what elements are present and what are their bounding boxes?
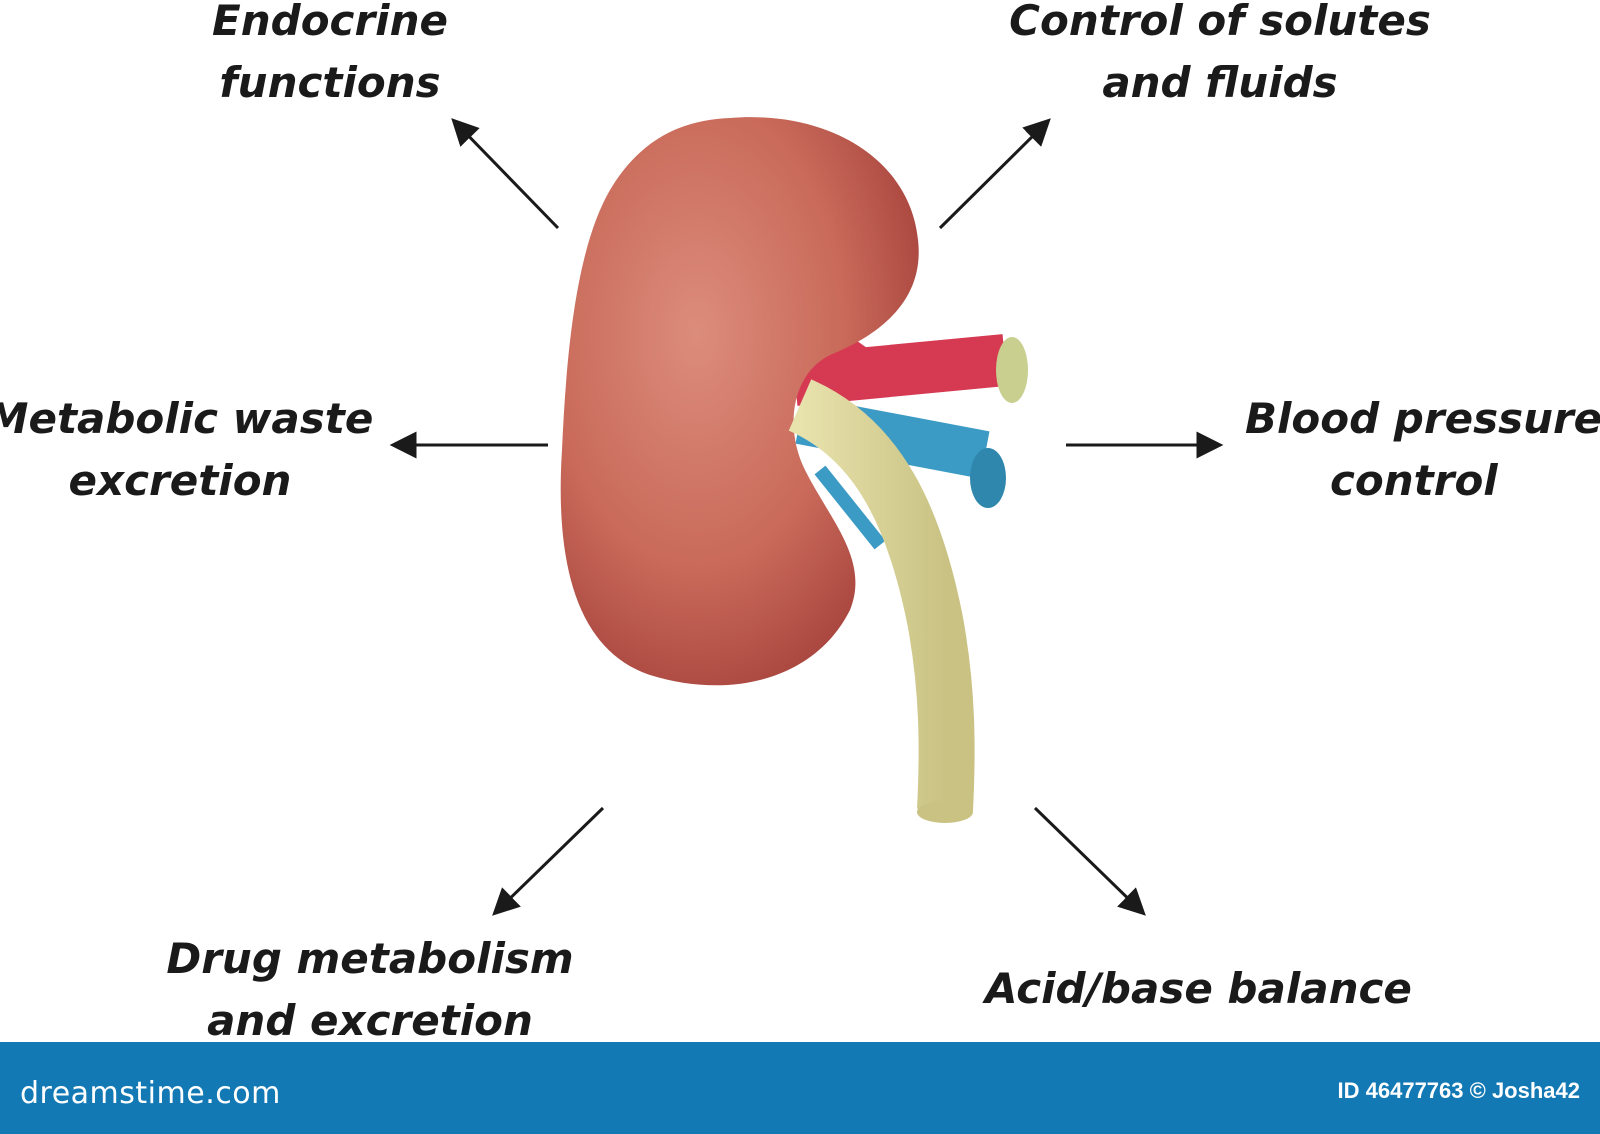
- arrow-acid: [1033, 806, 1146, 916]
- label-endocrine-functions: Endocrine functions: [150, 0, 510, 114]
- watermark-brand: dreamstime.com: [20, 1076, 281, 1111]
- label-line: and fluids: [1102, 58, 1338, 107]
- label-line: Metabolic waste: [0, 394, 374, 443]
- label-line: Blood pressure: [1245, 394, 1600, 443]
- ureter: [787, 379, 975, 812]
- kidney: [560, 117, 919, 686]
- label-line: Drug metabolism: [166, 934, 574, 983]
- label-line: control: [1330, 456, 1498, 505]
- label-control-of-solutes: Control of solutes and fluids: [1000, 0, 1440, 114]
- label-line: and excretion: [207, 996, 533, 1045]
- label-blood-pressure: Blood pressure control: [1245, 388, 1600, 512]
- label-line: excretion: [68, 456, 292, 505]
- label-drug-metabolism: Drug metabolism and excretion: [160, 928, 580, 1052]
- arrow-drug: [492, 806, 605, 916]
- label-line: Control of solutes: [1009, 0, 1431, 45]
- arrow-solutes: [938, 118, 1051, 230]
- arrow-endocrine: [451, 118, 560, 230]
- label-line: Acid/base balance: [985, 964, 1412, 1013]
- watermark-footer: dreamstime.com ID 46477763 © Josha42: [0, 1042, 1600, 1134]
- label-line: functions: [219, 58, 441, 107]
- label-line: Endocrine: [212, 0, 448, 45]
- watermark-id: ID 46477763 © Josha42: [1337, 1078, 1580, 1103]
- label-metabolic-waste: Metabolic waste excretion: [0, 388, 380, 512]
- ureter-end: [917, 801, 973, 823]
- label-acid-base-balance: Acid/base balance: [985, 958, 1412, 1020]
